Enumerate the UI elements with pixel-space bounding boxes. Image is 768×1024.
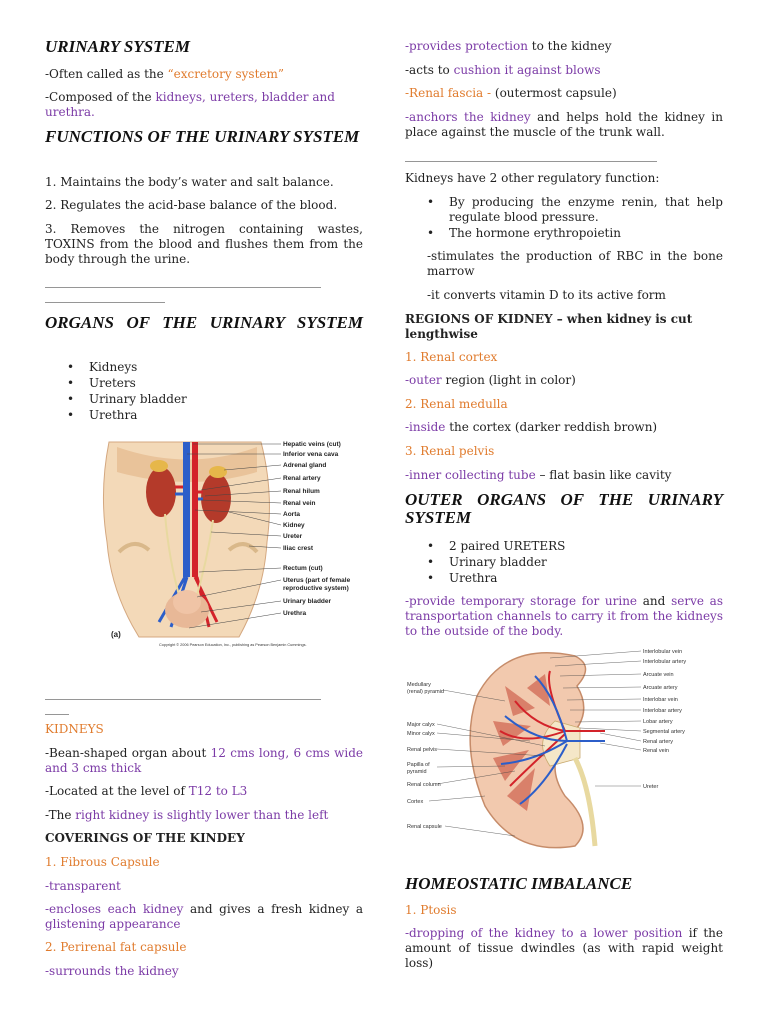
- cushion-line: -acts to cushion it against blows: [405, 63, 601, 77]
- figure-label: Interlobar artery: [643, 708, 682, 714]
- outer-organs-heading: OUTER ORGANS OF THE URINARY SYSTEM: [405, 490, 723, 527]
- inside-line: -inside the cortex (darker reddish brown…: [405, 420, 658, 434]
- figure-label: Renal vein: [643, 748, 669, 754]
- figure-label: Interlobular artery: [643, 659, 686, 665]
- figure-label: (renal) pyramid: [407, 689, 444, 695]
- anchors-line: -anchors the kidney and helps hold the k…: [405, 110, 723, 139]
- inner-collecting-line: -inner collecting tube – flat basin like…: [405, 468, 672, 482]
- separator-line-1: ________________________________________…: [45, 274, 321, 288]
- function-3: 3. Removes the nitrogen containing waste…: [45, 222, 363, 266]
- regulatory-line: Kidneys have 2 other regulatory function…: [405, 171, 660, 185]
- figure-label: Renal artery: [643, 739, 673, 745]
- figure-label: Urethra: [283, 610, 307, 617]
- figure-label: Renal capsule: [407, 824, 442, 830]
- perirenal-fat-capsule: 2. Perirenal fat capsule: [45, 940, 187, 954]
- urinary-system-heading: URINARY SYSTEM: [45, 37, 191, 56]
- separator-line-1b: ____________________: [45, 289, 165, 303]
- separator-line-2: ________________________________________…: [45, 686, 321, 700]
- figure-label: Ureter: [643, 784, 658, 790]
- list-item: Urethra: [45, 407, 363, 423]
- stimulates-line: -stimulates the production of RBC in the…: [427, 249, 723, 278]
- figure-label: Medullary: [407, 682, 431, 688]
- right-kidney-line: -The right kidney is slightly lower than…: [45, 808, 329, 822]
- ptosis-line: 1. Ptosis: [405, 903, 457, 917]
- regions-heading: REGIONS OF KIDNEY – when kidney is cut l…: [405, 312, 693, 341]
- figure-label: Iliac crest: [283, 545, 314, 552]
- figure-label: reproductive system): [283, 585, 349, 592]
- organs-heading: ORGANS OF THE URINARY SYSTEM: [45, 313, 363, 332]
- figure-label: Urinary bladder: [283, 598, 332, 605]
- figure-label: Major calyx: [407, 722, 435, 728]
- list-item: The hormone erythropoietin: [405, 226, 723, 241]
- figure-label: Adrenal gland: [283, 462, 326, 469]
- list-item: Urinary bladder: [45, 391, 363, 407]
- renal-fascia-line: -Renal fascia - (outermost capsule): [405, 86, 617, 100]
- figure-credit: Copyright © 2006 Pearson Education, Inc.…: [159, 643, 307, 647]
- figure-label: Renal pelvis: [407, 747, 437, 753]
- dropping-line: -dropping of the kidney to a lower posit…: [405, 926, 724, 970]
- figure-tag: (a): [111, 630, 121, 639]
- organs-list: Kidneys Ureters Urinary bladder Urethra: [45, 359, 363, 423]
- outer-region-line: -outer region (light in color): [405, 373, 576, 387]
- urinary-anatomy-figure: Hepatic veins (cut) Inferior vena cava A…: [89, 432, 359, 652]
- kidney-section-figure: Interlobular vein Interlobular artery Ar…: [405, 646, 695, 862]
- functions-heading: FUNCTIONS OF THE URINARY SYSTEM: [45, 127, 360, 146]
- regulatory-list: By producing the enzyme renin, that help…: [405, 195, 723, 241]
- encloses-line: -encloses each kidney and gives a fresh …: [45, 902, 363, 931]
- often-called-line: -Often called as the “excretory system”: [45, 67, 285, 81]
- bean-shaped-line: -Bean-shaped organ about 12 cms long, 6 …: [45, 746, 364, 775]
- renal-cortex: 1. Renal cortex: [405, 350, 498, 364]
- figure-label: Renal column: [407, 782, 441, 788]
- renal-medulla: 2. Renal medulla: [405, 397, 508, 411]
- function-2: 2. Regulates the acid-base balance of th…: [45, 198, 338, 212]
- outer-organs-list: 2 paired URETERS Urinary bladder Urethra: [405, 538, 723, 586]
- surrounds-line: -surrounds the kidney: [45, 964, 179, 978]
- figure-label: Kidney: [283, 522, 305, 529]
- figure-label: Inferior vena cava: [283, 451, 339, 458]
- figure-label: Minor calyx: [407, 731, 435, 737]
- list-item: Urinary bladder: [405, 554, 723, 570]
- list-item: Kidneys: [45, 359, 363, 375]
- separator-line-2b: ____: [45, 701, 69, 715]
- list-item: 2 paired URETERS: [405, 538, 723, 554]
- list-item: By producing the enzyme renin, that help…: [405, 195, 723, 225]
- separator-line-3: ________________________________________…: [405, 148, 657, 162]
- figure-label: Renal artery: [283, 475, 321, 482]
- vitamin-d-line: -it converts vitamin D to its active for…: [427, 288, 666, 302]
- figure-label: Renal vein: [283, 500, 316, 507]
- list-item: Ureters: [45, 375, 363, 391]
- figure-label: pyramid: [407, 769, 427, 775]
- figure-label: Rectum (cut): [283, 565, 323, 572]
- storage-line: -provide temporary storage for urine and…: [405, 594, 723, 638]
- figure-label: Arcuate artery: [643, 685, 678, 691]
- figure-label: Uterus (part of female: [283, 577, 351, 584]
- renal-pelvis: 3. Renal pelvis: [405, 444, 495, 458]
- figure-label: Segmental artery: [643, 729, 685, 735]
- figure-label: Renal hilum: [283, 488, 320, 495]
- transparent-line: -transparent: [45, 879, 121, 893]
- kidneys-subheading: KIDNEYS: [45, 722, 104, 736]
- composed-line: -Composed of the kidneys, ureters, bladd…: [45, 90, 335, 119]
- figure-label: Lobar artery: [643, 719, 673, 725]
- coverings-heading: COVERINGS OF THE KINDEY: [45, 831, 245, 845]
- figure-label: Interlobar vein: [643, 697, 678, 703]
- figure-label: Interlobular vein: [643, 649, 682, 655]
- protection-line: -provides protection to the kidney: [405, 39, 612, 53]
- figure-label: Ureter: [283, 533, 303, 540]
- figure-label: Papilla of: [407, 762, 430, 768]
- figure-label: Aorta: [283, 511, 300, 518]
- figure-label: Arcuate vein: [643, 672, 674, 678]
- function-1: 1. Maintains the body’s water and salt b…: [45, 175, 334, 189]
- list-item: Urethra: [405, 570, 723, 586]
- homeostatic-heading: HOMEOSTATIC IMBALANCE: [405, 874, 633, 893]
- fibrous-capsule: 1. Fibrous Capsule: [45, 855, 160, 869]
- level-line: -Located at the level of T12 to L3: [45, 784, 248, 798]
- figure-label: Hepatic veins (cut): [283, 441, 341, 448]
- figure-label: Cortex: [407, 799, 423, 805]
